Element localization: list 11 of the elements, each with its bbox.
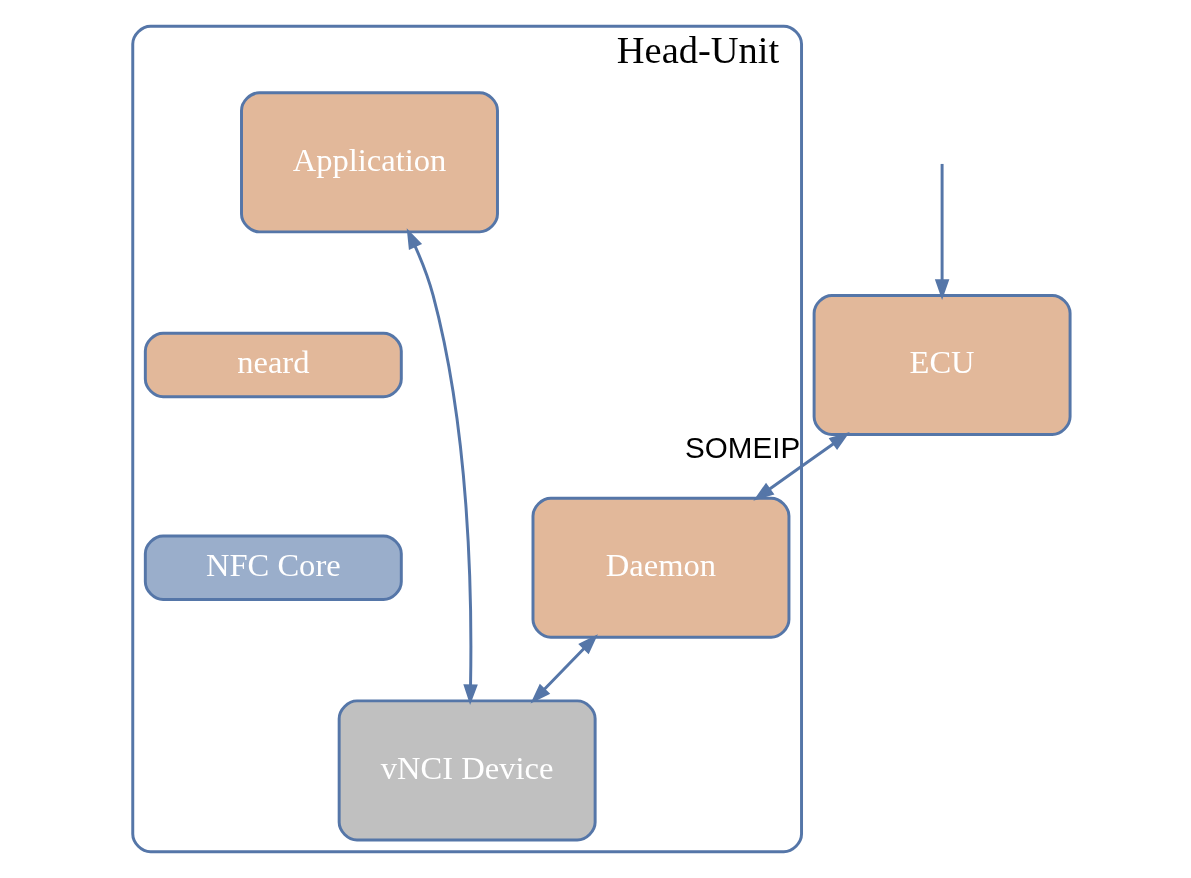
node-box: Daemon [531, 496, 791, 639]
node-box: Application [240, 91, 499, 234]
node-box: neard [143, 331, 403, 399]
edge-label: SOMEIP [685, 430, 801, 464]
arrow [406, 228, 478, 706]
node-box: vNCI Device [337, 699, 597, 842]
arrow [530, 634, 598, 704]
node-box: NFC Core [143, 534, 403, 601]
arrow [753, 432, 850, 501]
arrow [934, 163, 950, 300]
node-box: ECU [812, 294, 1072, 437]
